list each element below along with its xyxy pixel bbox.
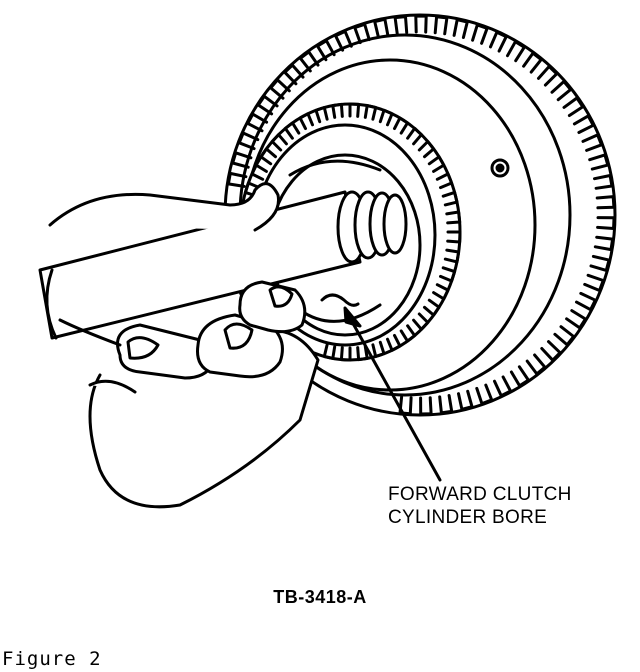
hand (48, 182, 320, 509)
callout-label: FORWARD CLUTCH CYLINDER BORE (388, 483, 572, 529)
drum-splines (226, 14, 616, 416)
callout-line-1: FORWARD CLUTCH (388, 484, 572, 505)
reference-code: TB-3418-A (273, 587, 367, 607)
callout-line-2: CYLINDER BORE (388, 507, 548, 528)
clutch-drum-illustration (38, 13, 617, 509)
figure-caption: Figure 2 (2, 648, 102, 670)
callout-leader-line (343, 306, 442, 482)
drum-bolt (490, 158, 510, 178)
